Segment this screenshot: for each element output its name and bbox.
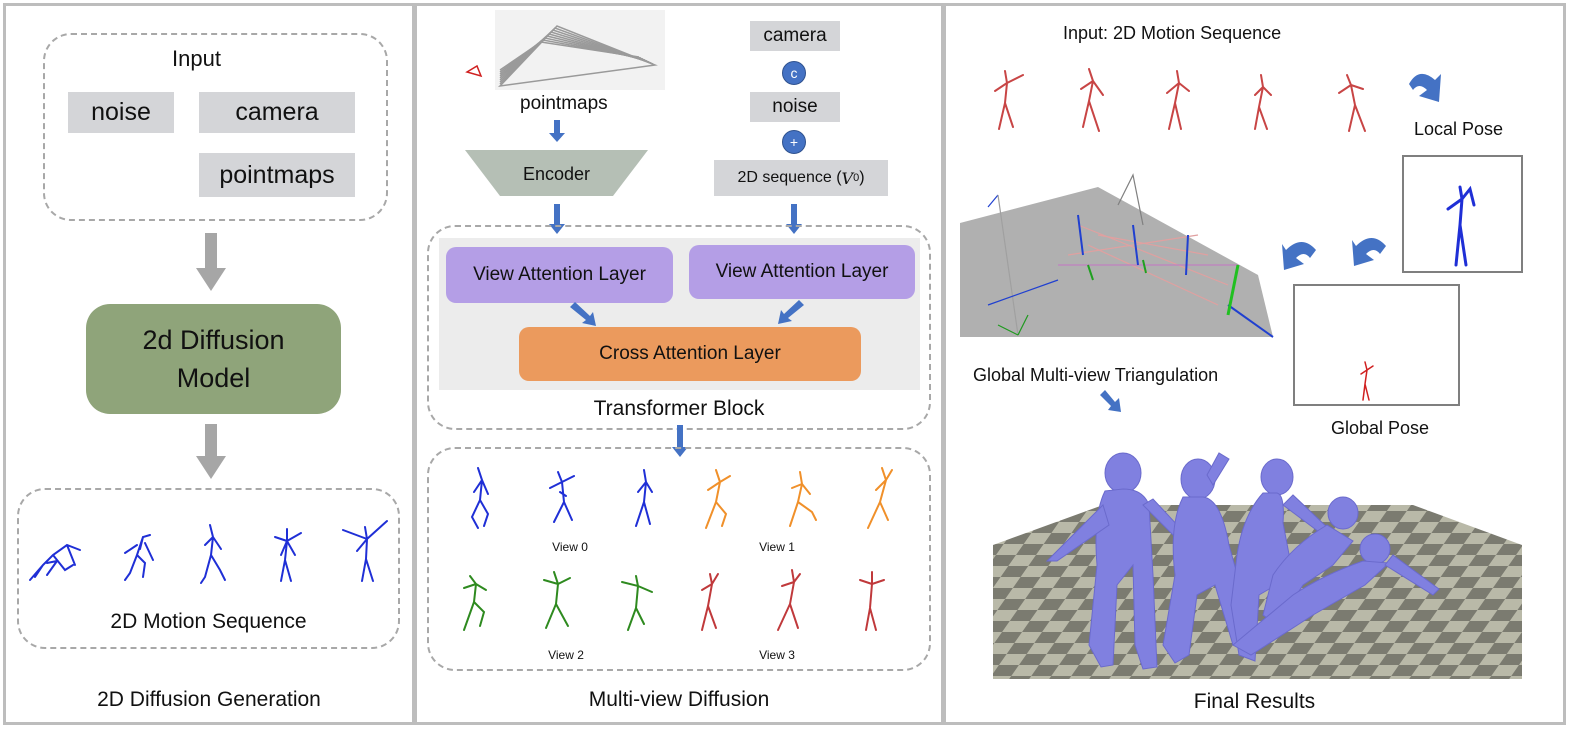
global-pose-label: Global Pose: [1331, 418, 1430, 438]
camera-box: camera: [199, 92, 355, 133]
blue-arrow-va-right: [778, 300, 804, 324]
global-pose-figure: [1360, 361, 1374, 401]
curved-arrow-right-2: [1282, 242, 1316, 270]
sequence-close: ): [859, 169, 865, 186]
blue-arrow-va-left: [570, 302, 596, 326]
pointmaps-label: pointmaps: [520, 93, 608, 114]
pointmaps-stack-graphic: [465, 10, 665, 90]
view-1-label: View 1: [759, 540, 795, 554]
triangulation-label: Global Multi-view Triangulation: [973, 365, 1219, 385]
local-pose-frame: [1402, 155, 1523, 273]
motion-sequence-stickfigures: [29, 520, 388, 584]
view-attention-left: View Attention Layer: [446, 247, 673, 303]
add-operator: +: [782, 130, 806, 154]
multiview-stickfigures: [463, 467, 893, 631]
input-sequence-stickfigures: [994, 68, 1366, 132]
sequence-sub: 0: [853, 172, 860, 184]
sequence-text: 2D sequence (: [737, 169, 842, 186]
transformer-block-label: Transformer Block: [593, 397, 765, 420]
blue-arrow-transformer: [672, 425, 688, 457]
multiview-output-box: [427, 447, 931, 671]
gray-arrow-2: [196, 424, 226, 479]
noise-box-mid: noise: [750, 92, 840, 122]
noise-box: noise: [68, 92, 174, 133]
final-results-render: [993, 452, 1522, 679]
view-attention-right: View Attention Layer: [689, 245, 915, 299]
concat-operator: c: [782, 61, 806, 85]
input-sequence-title: Input: 2D Motion Sequence: [1063, 23, 1282, 43]
encoder-trapezoid: [465, 150, 648, 196]
input-title: Input: [172, 46, 221, 71]
cross-attention-layer: Cross Attention Layer: [519, 327, 861, 381]
motion-sequence-box: [17, 488, 400, 649]
local-pose-label: Local Pose: [1414, 119, 1504, 139]
view-2-label: View 2: [548, 648, 584, 662]
encoder-label: Encoder: [522, 164, 591, 184]
camera-box-mid: camera: [750, 21, 840, 51]
motion-sequence-label: 2D Motion Sequence: [110, 610, 307, 633]
sequence-var: V: [841, 168, 854, 188]
curved-arrow-local: [1409, 73, 1441, 102]
global-pose-frame: [1293, 284, 1460, 406]
panel-2-caption: Multi-view Diffusion: [588, 688, 770, 711]
model-line-2: Model: [176, 363, 251, 393]
triangulation-scene: [960, 173, 1274, 338]
blue-arrow-pointmaps: [549, 120, 565, 142]
blue-arrow-triangulation: [1100, 390, 1121, 412]
panel-1-caption: 2D Diffusion Generation: [97, 688, 321, 711]
input-group-box: [43, 33, 388, 221]
view-0-label: View 0: [552, 540, 588, 554]
gray-arrow-1: [196, 233, 226, 291]
model-line-1: 2d Diffusion: [142, 325, 285, 355]
local-pose-figure: [1446, 185, 1476, 267]
pointmaps-box: pointmaps: [199, 153, 355, 197]
panel-3-caption: Final Results: [1193, 690, 1316, 713]
view-3-label: View 3: [759, 648, 795, 662]
curved-arrow-right-1: [1352, 238, 1386, 266]
